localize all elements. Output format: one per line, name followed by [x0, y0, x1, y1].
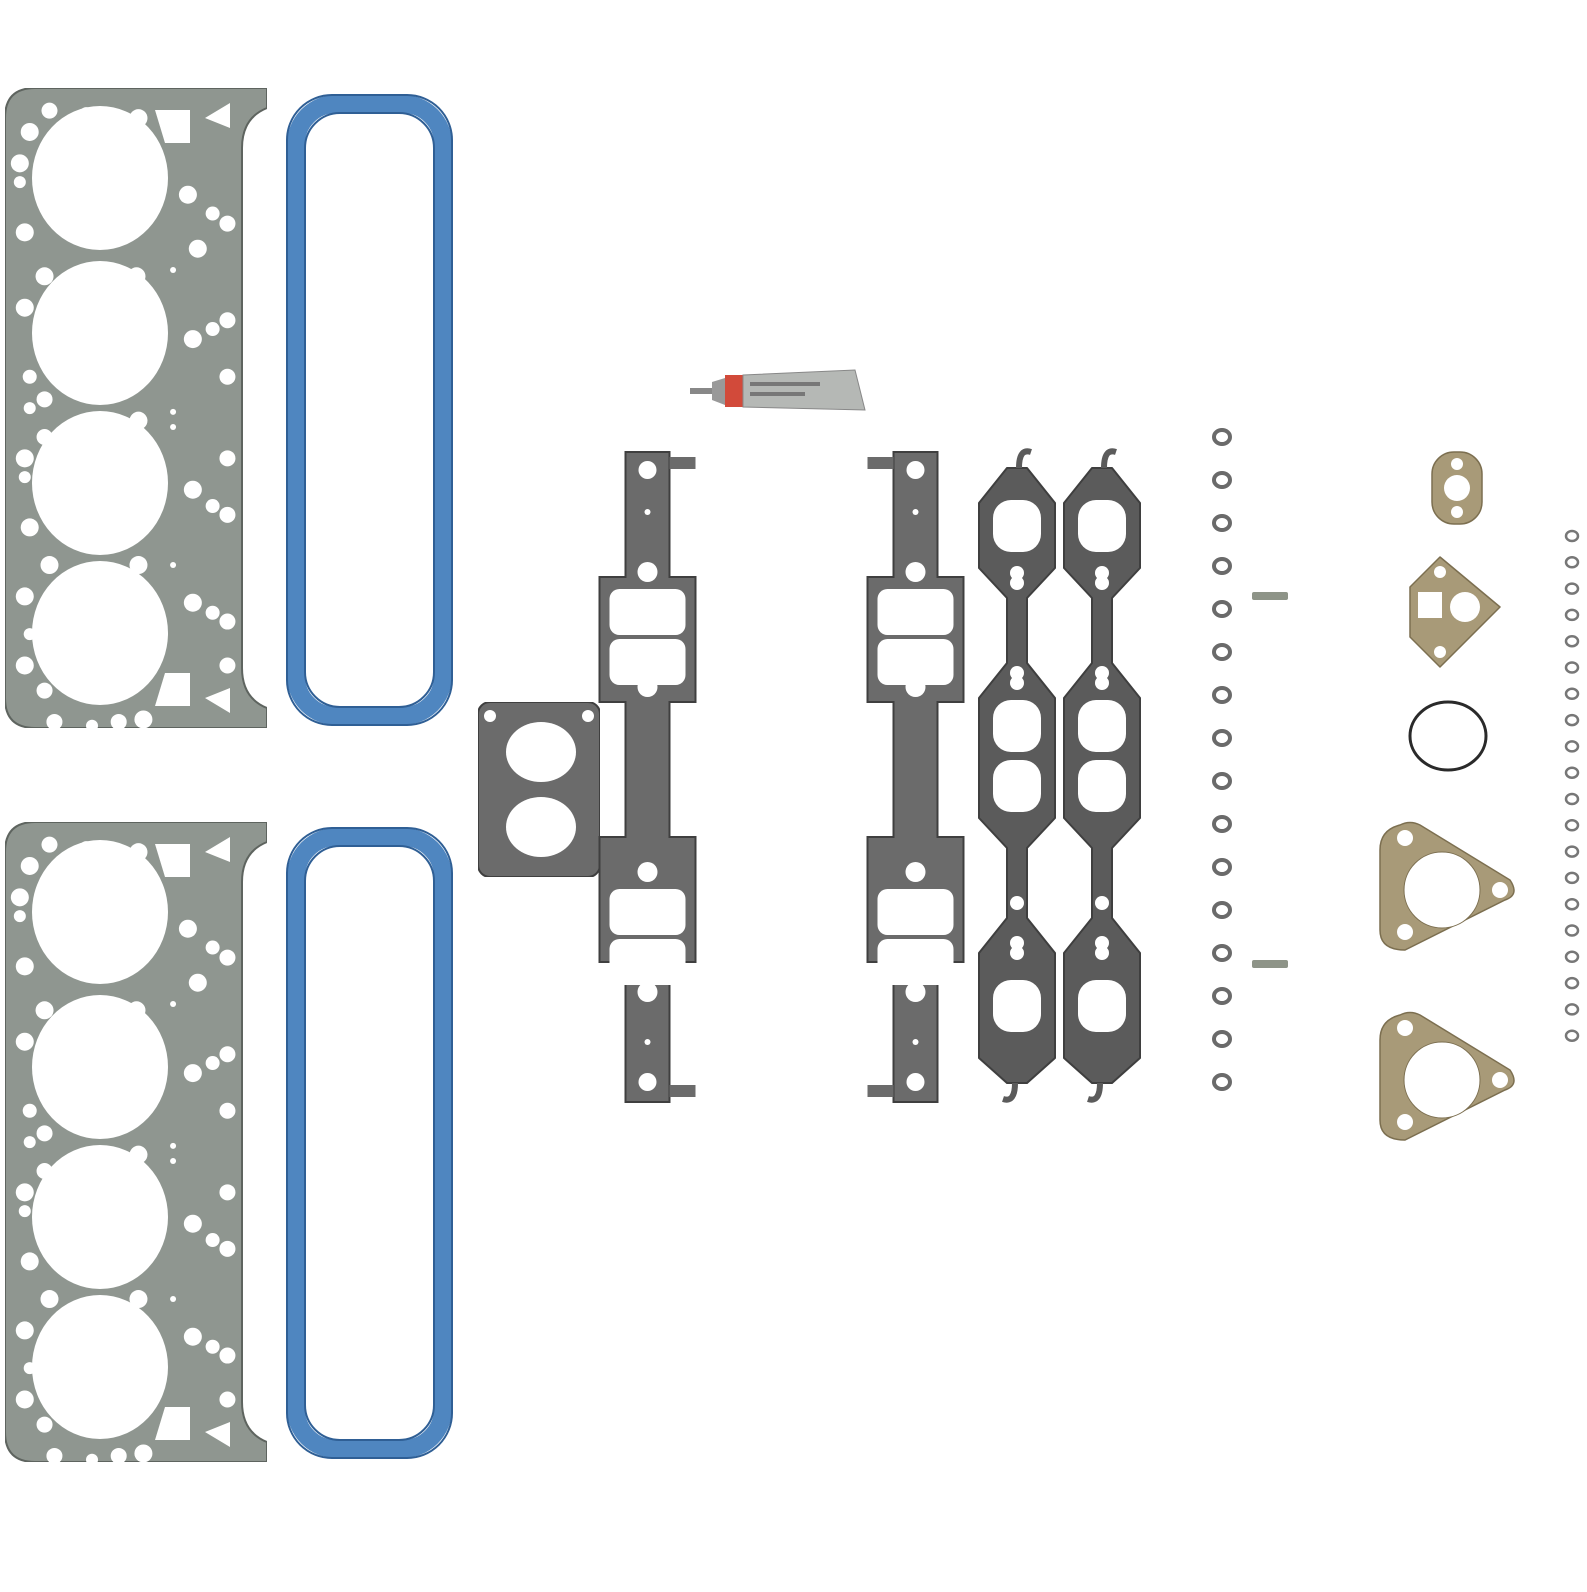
- thermostat-gasket-1: [1379, 821, 1515, 951]
- valve-stem-seal: [1212, 772, 1232, 790]
- alignment-pin-1: [1252, 592, 1288, 600]
- intake-manifold-gasket-2: [866, 451, 965, 1103]
- small-oring: [1564, 529, 1580, 543]
- small-oring: [1564, 766, 1580, 779]
- small-oring: [1564, 897, 1580, 911]
- small-oring: [1564, 582, 1580, 595]
- valve-stem-seals: [1212, 428, 1232, 1091]
- small-oring: [1564, 556, 1580, 569]
- head-gasket-2: [4, 821, 268, 1463]
- valve-stem-seal: [1212, 987, 1232, 1005]
- valve-stem-seal: [1212, 901, 1232, 919]
- valve-stem-seal: [1212, 1030, 1232, 1048]
- small-oring: [1564, 950, 1580, 964]
- small-oring: [1564, 608, 1580, 622]
- small-oring: [1564, 819, 1580, 832]
- valve-stem-seal: [1212, 1073, 1232, 1091]
- small-orings: [1564, 529, 1580, 1042]
- egr-gasket: [1431, 451, 1483, 525]
- valve-stem-seal: [1212, 729, 1232, 747]
- small-oring: [1564, 687, 1580, 701]
- valve-stem-seal: [1212, 471, 1232, 489]
- small-oring: [1564, 740, 1580, 753]
- valve-stem-seal: [1212, 815, 1232, 833]
- exhaust-manifold-gasket-1: [978, 448, 1056, 1103]
- valve-cover-gasket-1: [286, 94, 453, 726]
- large-oring: [1408, 700, 1488, 772]
- small-oring: [1564, 1003, 1580, 1016]
- water-neck-gasket: [1409, 556, 1501, 668]
- intake-manifold-gasket-1: [598, 451, 697, 1103]
- exhaust-manifold-gasket-2: [1063, 448, 1141, 1103]
- small-oring: [1564, 792, 1580, 806]
- valve-stem-seal: [1212, 600, 1232, 618]
- small-oring: [1564, 661, 1580, 674]
- small-oring: [1564, 1029, 1580, 1042]
- throttle-body-gasket: [477, 701, 601, 878]
- valve-stem-seal: [1212, 643, 1232, 661]
- valve-stem-seal: [1212, 557, 1232, 575]
- sealant-tube: [690, 369, 866, 411]
- alignment-pin-2: [1252, 960, 1288, 968]
- valve-stem-seal: [1212, 514, 1232, 532]
- small-oring: [1564, 634, 1580, 648]
- small-oring: [1564, 976, 1580, 990]
- valve-stem-seal: [1212, 944, 1232, 962]
- valve-stem-seal: [1212, 686, 1232, 704]
- head-gasket-1: [4, 87, 268, 729]
- valve-cover-gasket-2: [286, 827, 453, 1459]
- valve-stem-seal: [1212, 858, 1232, 876]
- thermostat-gasket-2: [1379, 1011, 1515, 1141]
- valve-stem-seal: [1212, 428, 1232, 446]
- small-oring: [1564, 871, 1580, 885]
- small-oring: [1564, 845, 1580, 858]
- small-oring: [1564, 924, 1580, 937]
- small-oring: [1564, 713, 1580, 727]
